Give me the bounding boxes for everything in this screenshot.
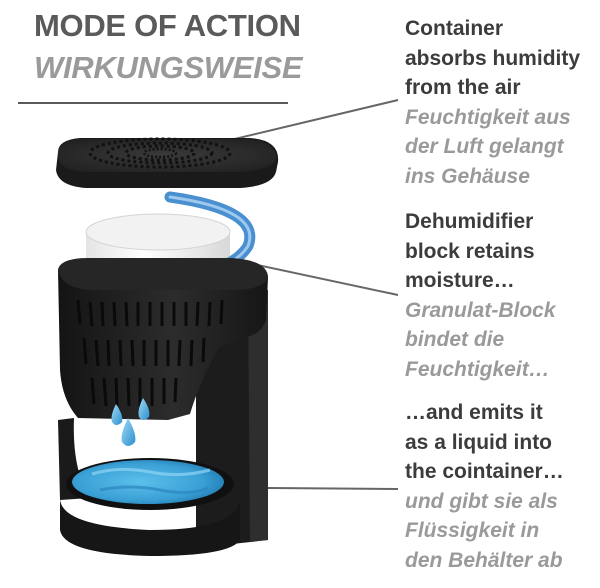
basket-slots [76,299,224,407]
step-retain-german: Granulat-Block bindet die Feuchtigkeit… [405,298,556,381]
step-retain: Dehumidifier block retains moisture… Gra… [405,207,595,384]
collected-water [72,460,224,504]
step-emit-german: und gibt sie als Flüssigkeit in den Behä… [405,489,563,572]
title-divider [18,102,288,104]
step-absorb-english: Container absorbs humidity from the air [405,17,581,99]
lid-vent-pattern [88,137,232,169]
title-english: MODE OF ACTION [34,8,301,43]
step-absorb-german: Feuchtigkeit aus der Luft gelangt ins Ge… [405,105,571,188]
step-absorb: Container absorbs humidity from the air … [405,14,595,191]
lid [56,137,279,188]
step-emit: …and emits it as a liquid into the coint… [405,398,595,575]
step-emit-english: …and emits it as a liquid into the coint… [405,401,564,483]
water-drop-icons [111,398,150,446]
step-retain-english: Dehumidifier block retains moisture… [405,210,535,292]
title-german: WIRKUNGSWEISE [34,50,303,85]
housing [58,258,268,556]
